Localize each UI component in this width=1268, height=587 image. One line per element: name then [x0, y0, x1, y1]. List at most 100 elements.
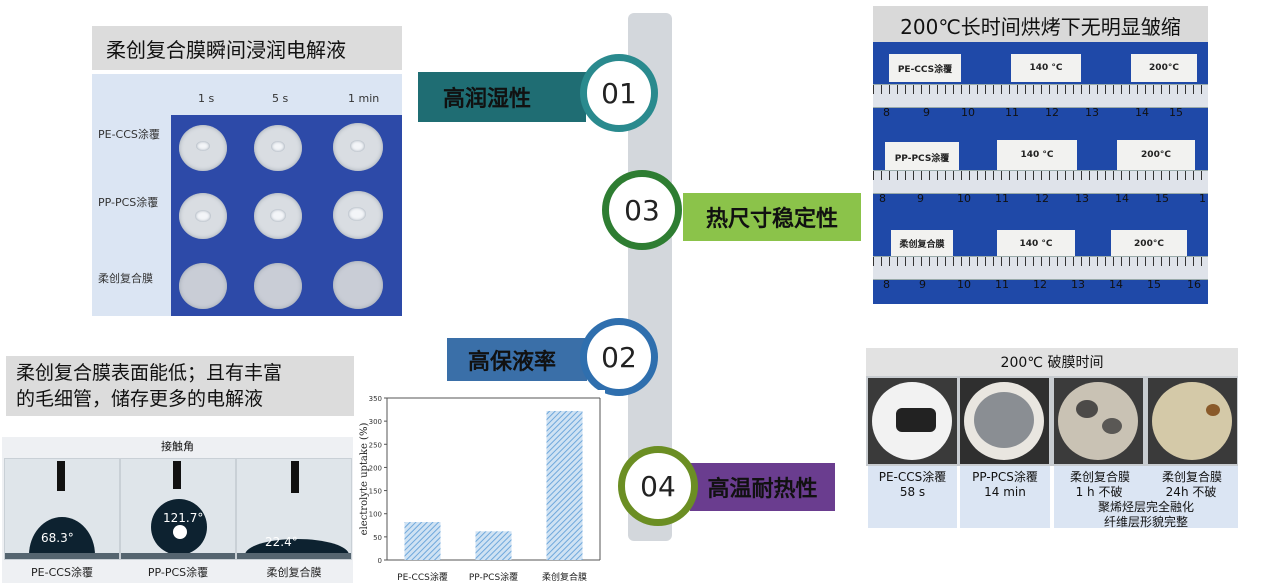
contact-angle-image-pe: 68.3°: [4, 458, 120, 560]
y-axis-label: electrolyte uptake (%): [359, 423, 370, 536]
spot: [1206, 404, 1220, 416]
caption-time: 24h 不破: [1165, 485, 1217, 499]
caption-time: 58 s: [899, 485, 926, 499]
caption-note-2: 纤维层形貌完整: [1103, 515, 1188, 529]
ruler: [873, 84, 1208, 108]
spot: [1102, 418, 1122, 434]
contact-label-pe: PE-CCS涂覆: [31, 566, 93, 579]
feature-01-band: 高润湿性: [418, 72, 586, 122]
feature-03-band: 热尺寸稳定性: [683, 193, 861, 241]
sample-tag: PE-CCS涂覆: [889, 54, 961, 82]
wetting-photo: [171, 115, 402, 316]
membrane: [1058, 382, 1138, 460]
row-label-composite: 柔创复合膜: [98, 272, 153, 285]
y-tick-label: 350: [369, 395, 382, 403]
contact-label-composite: 柔创复合膜: [266, 566, 322, 579]
y-tick-label: 200: [369, 464, 382, 472]
y-tick-label: 50: [373, 534, 382, 542]
membrane-disc: [179, 263, 227, 309]
caption-names-row: 柔创复合膜 柔创复合膜: [1054, 470, 1238, 485]
membrane-disc: [179, 125, 227, 171]
wetting-row-labels: PE-CCS涂覆 PP-PCS涂覆 柔创复合膜: [92, 118, 172, 316]
caption-note-1: 聚烯烃层完全融化: [1097, 500, 1194, 514]
y-tick-label: 150: [369, 488, 382, 496]
angle-value: 121.7°: [163, 511, 204, 525]
droplet: [195, 210, 211, 222]
y-tick-label: 250: [369, 441, 382, 449]
rupture-photo-composite-1h: [1054, 378, 1143, 464]
wetting-time-header: 1 s 5 s 1 min: [92, 74, 402, 118]
retention-title-line1: 柔创复合膜表面能低；且有丰富: [16, 362, 283, 384]
rupture-caption-pe: PE-CCS涂覆 58 s: [868, 466, 957, 528]
feature-02-label: 高保液率: [467, 349, 556, 375]
droplet: [270, 209, 286, 222]
x-tick-label: 柔创复合膜: [542, 571, 587, 583]
ruler: [873, 256, 1208, 280]
feature-01-number: 01: [580, 54, 658, 132]
membrane: [1152, 382, 1232, 460]
temp-tag: 140 °C: [1011, 54, 1081, 82]
feature-03-number: 03: [602, 170, 682, 250]
rupture-photo-pp: [960, 378, 1049, 464]
melt-zone: [974, 392, 1034, 448]
feature-01-label: 高润湿性: [442, 87, 531, 112]
droplet: [271, 141, 285, 152]
feature-04-band: 高温耐热性: [690, 463, 835, 511]
y-tick-label: 300: [369, 418, 382, 426]
bar: [546, 410, 583, 560]
contact-angle-title: 接触角: [161, 440, 194, 453]
feature-02-number: 02: [580, 318, 658, 396]
bar: [404, 522, 441, 560]
temp-tag: 140 °C: [997, 230, 1075, 258]
thermal-title: 200℃长时间烘烤下无明显皱缩: [873, 6, 1208, 44]
wetting-title: 柔创复合膜瞬间浸润电解液: [92, 26, 402, 70]
contact-angle-image-pp: 121.7°: [120, 458, 236, 560]
sample-tag: PP-PCS涂覆: [885, 142, 959, 172]
temp-tag: 200°C: [1117, 140, 1195, 170]
thermal-photo: PE-CCS涂覆 140 °C 200°C 8 9 10 11 12 13 14…: [873, 42, 1208, 304]
x-tick-label: PP-PCS涂覆: [469, 571, 518, 583]
substrate: [237, 553, 351, 559]
caption-name: 柔创复合膜: [1161, 470, 1222, 484]
rupture-caption-pp: PP-PCS涂覆 14 min: [960, 466, 1050, 528]
temp-tag: 200°C: [1111, 230, 1187, 258]
caption-name: PP-PCS涂覆: [972, 470, 1038, 484]
angle-value: 22.4°: [265, 535, 298, 549]
y-tick-label: 100: [369, 511, 382, 519]
caption-times-row: 1 h 不破 24h 不破: [1054, 485, 1238, 500]
droplet: [348, 207, 366, 221]
caption-name: 柔创复合膜: [1069, 470, 1130, 484]
feature-03-label: 热尺寸稳定性: [705, 207, 838, 232]
ruler: [873, 170, 1208, 194]
time-5s: 5 s: [272, 92, 289, 105]
membrane-disc: [333, 191, 383, 239]
droplet-reflection: [173, 525, 187, 539]
caption-name: PE-CCS涂覆: [878, 470, 947, 484]
substrate: [5, 553, 119, 559]
membrane-disc: [254, 263, 302, 309]
contact-label-pp: PP-PCS涂覆: [147, 566, 209, 579]
time-1s: 1 s: [198, 92, 215, 105]
retention-title-line2: 的毛细管，储存更多的电解液: [16, 388, 264, 410]
contact-angle-image-composite: 22.4°: [236, 458, 352, 560]
membrane-disc: [254, 125, 302, 171]
droplet: [196, 141, 210, 151]
feature-04-label: 高温耐热性: [707, 477, 818, 502]
rupture-caption-composite: 柔创复合膜 柔创复合膜 1 h 不破 24h 不破 聚烯烃层完全融化 纤维层形貌…: [1054, 466, 1238, 529]
needle: [291, 461, 299, 493]
droplet-profile: [245, 539, 349, 555]
membrane-disc: [333, 123, 383, 171]
rupture-photo-composite-24h: [1148, 378, 1237, 464]
sample-tag: 柔创复合膜: [891, 230, 953, 256]
temp-tag: 200°C: [1131, 54, 1197, 82]
rupture-title: 200℃ 破膜时间: [866, 348, 1238, 376]
feature-04-number: 04: [618, 446, 698, 526]
burn-mark: [896, 408, 936, 432]
feature-02-band: 高保液率: [447, 338, 587, 381]
membrane-disc: [333, 261, 383, 309]
angle-value: 68.3°: [41, 531, 74, 545]
bar: [475, 531, 512, 560]
